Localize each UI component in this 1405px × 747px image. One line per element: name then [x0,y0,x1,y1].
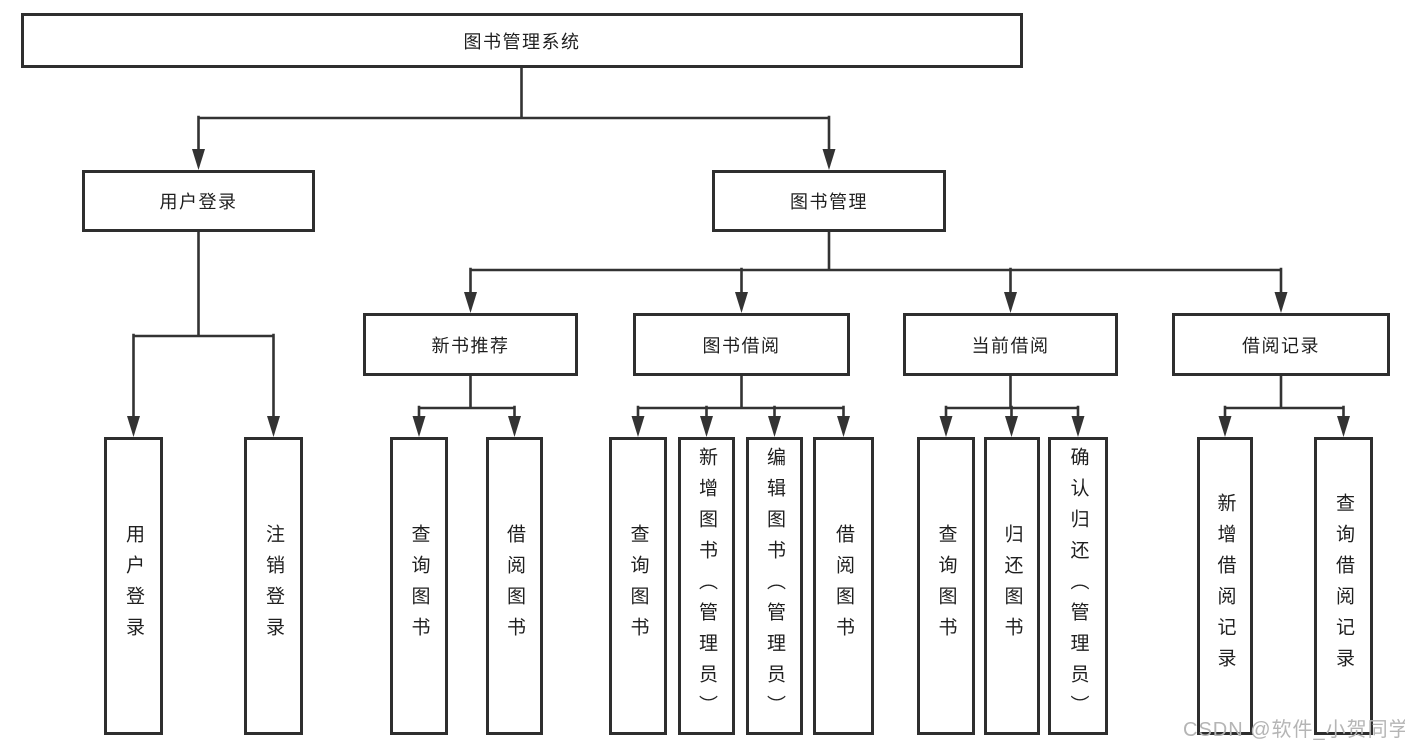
node-label: 图书管理 [790,192,868,212]
leaf-confirm-return-admin: 确认归还（管理员） [1048,437,1108,735]
node-label: 新增借阅记录 [1214,493,1236,679]
node-label: 编辑图书（管理员） [764,446,785,726]
leaf-add-borrow-record: 新增借阅记录 [1197,437,1253,735]
connector-user-login-to-leaves [127,230,280,437]
csdn-watermark: CSDN @软件_小贺同学 [1183,719,1405,741]
node-book-management: 图书管理 [712,170,946,232]
node-label: 图书管理系统 [463,31,581,52]
node-borrowing-records: 借阅记录 [1172,313,1390,376]
node-label: 查询图书 [408,524,430,648]
node-current-borrowing: 当前借阅 [903,313,1118,376]
leaf-user-login: 用户登录 [104,437,163,735]
node-label: 用户登录 [123,524,144,648]
node-label: 借阅图书 [833,524,854,648]
leaf-query-books-current: 查询图书 [917,437,975,735]
leaf-return-books: 归还图书 [984,437,1040,735]
leaf-logout: 注销登录 [244,437,303,735]
connector-book-borrowing-to-leaves [631,374,850,437]
node-library-management-system: 图书管理系统 [21,13,1023,68]
node-label: 用户登录 [159,192,238,212]
leaf-borrow-books-borrowing: 借阅图书 [813,437,874,735]
node-label: 借阅记录 [1242,335,1320,356]
leaf-query-books-recommend: 查询图书 [390,437,448,735]
node-label: 查询借阅记录 [1333,493,1354,679]
connector-new-book-recommend-to-leaves [412,374,521,437]
connector-borrowing-records-to-leaves [1218,374,1350,437]
node-label: 当前借阅 [971,335,1050,356]
node-label: 查询图书 [935,524,957,648]
node-book-borrowing: 图书借阅 [633,313,850,376]
node-label: 借阅图书 [504,524,525,648]
node-label: 查询图书 [627,524,649,648]
node-label: 注销登录 [263,524,284,648]
leaf-edit-books-admin: 编辑图书（管理员） [746,437,803,735]
node-label: 新增图书（管理员） [696,446,717,726]
node-label: 图书借阅 [702,335,781,356]
node-label: 归还图书 [1001,524,1023,648]
leaf-borrow-books-recommend: 借阅图书 [486,437,543,735]
leaf-query-borrow-record: 查询借阅记录 [1314,437,1373,735]
connector-root-to-level2 [192,66,836,170]
node-label: 确认归还（管理员） [1067,446,1089,726]
node-new-book-recommend: 新书推荐 [363,313,578,376]
node-label: 新书推荐 [431,335,510,356]
leaf-query-books-borrowing: 查询图书 [609,437,667,735]
leaf-add-books-admin: 新增图书（管理员） [678,437,735,735]
connector-current-borrowing-to-leaves [939,374,1085,437]
node-user-login: 用户登录 [82,170,315,232]
connector-book-management-to-level3 [464,230,1288,313]
